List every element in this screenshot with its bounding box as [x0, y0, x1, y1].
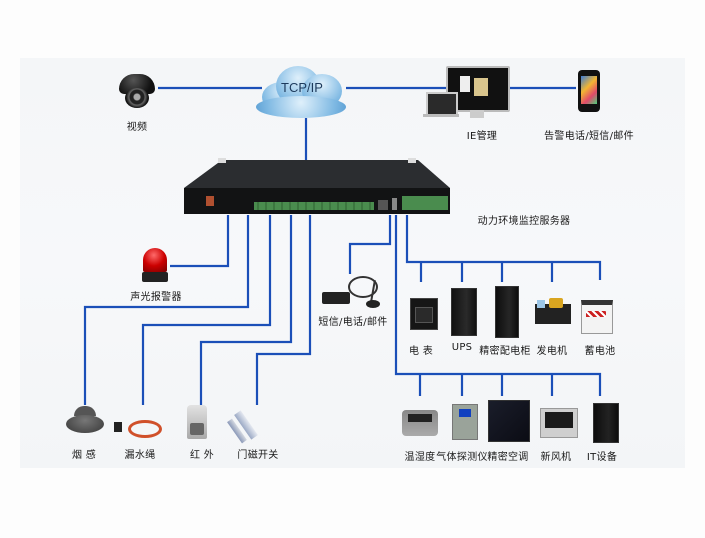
wire-server-leak [141, 215, 272, 405]
distribution-cabinet-icon [495, 286, 519, 338]
label-distribution-cabinet: 精密配电柜 [479, 346, 531, 357]
label-smoke: 烟 感 [71, 450, 97, 461]
label-door-contact: 门磁开关 [237, 450, 279, 461]
wire-server-smoke [83, 215, 250, 405]
label-alarm: 声光报警器 [130, 292, 182, 303]
label-alert-channels: 告警电话/短信/邮件 [544, 131, 634, 142]
computer-icon [423, 66, 510, 122]
gas-detector-icon [452, 404, 478, 440]
wire-server-power-bus [405, 215, 602, 280]
dome-camera-icon [117, 74, 157, 110]
label-precision-ac: 精密空调 [487, 452, 529, 463]
strobe-alarm-icon [142, 248, 168, 282]
water-leak-rope-icon [114, 418, 162, 438]
label-water-leak: 漏水绳 [124, 450, 156, 461]
cloud-label: TCP/IP [281, 80, 323, 95]
wire-server-pir [199, 215, 293, 405]
label-infrared: 红 外 [189, 450, 215, 461]
pir-sensor-icon [187, 405, 207, 439]
label-it-equipment: IT设备 [586, 452, 618, 463]
label-sms: 短信/电话/邮件 [318, 317, 388, 328]
server-label: 动力环境监控服务器 [477, 216, 571, 227]
label-ie-management: IE管理 [466, 131, 498, 142]
label-video: 视频 [126, 122, 148, 133]
label-ups: UPS [451, 342, 473, 353]
label-gas-detector: 气体探测仪 [436, 452, 488, 463]
label-humidity: 温湿度 [404, 452, 436, 463]
precision-ac-icon [488, 400, 530, 442]
ups-icon [451, 288, 477, 336]
battery-icon [581, 300, 613, 334]
humidity-sensor-icon [402, 410, 438, 436]
power-meter-icon [410, 298, 438, 330]
label-power-meter: 电 表 [408, 346, 434, 357]
generator-icon [535, 296, 571, 326]
tcp-ip-cloud-icon: TCP/IP [252, 62, 352, 122]
rack-server-icon [184, 158, 450, 214]
gsm-modem-icon [322, 276, 386, 310]
wire-server-sms [348, 215, 392, 274]
door-contact-icon [227, 410, 262, 444]
wire-server-env-bus [394, 215, 602, 396]
label-fresh-air: 新风机 [540, 452, 572, 463]
smartphone-icon [578, 70, 600, 112]
label-battery: 蓄电池 [584, 346, 616, 357]
wire-server-door [255, 215, 312, 405]
wire-server-alarm [170, 215, 230, 268]
it-rack-icon [593, 403, 619, 443]
label-generator: 发电机 [536, 346, 568, 357]
fresh-air-unit-icon [540, 408, 578, 438]
smoke-detector-icon [66, 406, 104, 436]
